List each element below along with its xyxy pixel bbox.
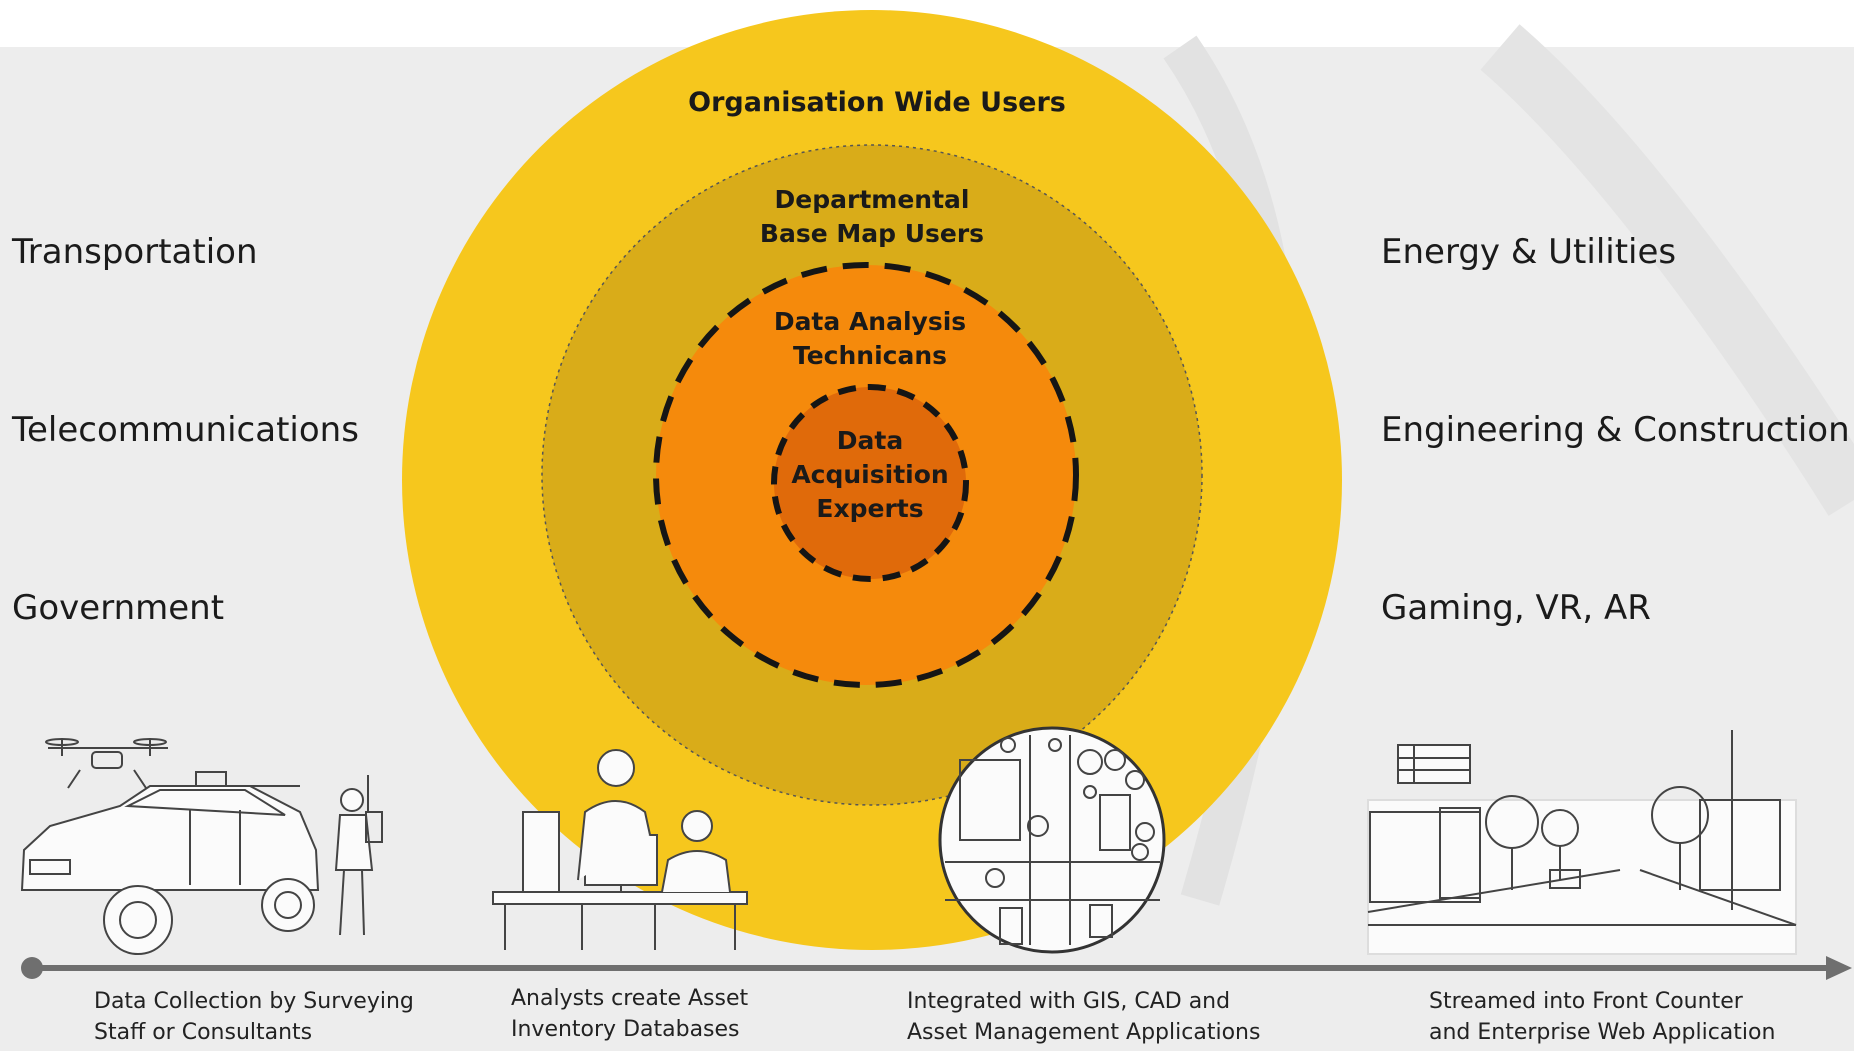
middle-ring-label: Departmental Base Map Users (759, 185, 985, 248)
industry-left-2: Telecommunications (12, 410, 359, 450)
step-3-caption: Integrated with GIS, CAD and Asset Manag… (907, 989, 1261, 1045)
industry-left-1: Transportation (12, 232, 258, 272)
survey-vehicle-drone-icon (20, 738, 383, 955)
core-ring-label: Data Acquisition Experts (791, 426, 949, 523)
map-plan-icon (938, 726, 1166, 954)
industry-right-1: Energy & Utilities (1381, 232, 1677, 272)
industry-right-2: Engineering & Construction (1381, 410, 1850, 450)
core-ring (771, 384, 969, 582)
step-1-caption: Data Collection by Surveying Staff or Co… (94, 989, 414, 1045)
industry-left-3: Government (12, 588, 225, 628)
street-scene-icon (1367, 730, 1797, 955)
step-2-caption: Analysts create Asset Inventory Database… (511, 986, 749, 1042)
industry-right-3: Gaming, VR, AR (1381, 588, 1651, 628)
analysts-desk-icon (492, 749, 748, 950)
step-4-caption: Streamed into Front Counter and Enterpri… (1429, 989, 1776, 1045)
inner-ring-label: Data Analysis Technicans (773, 307, 967, 370)
outer-ring-label: Organisation Wide Users (688, 87, 1066, 118)
